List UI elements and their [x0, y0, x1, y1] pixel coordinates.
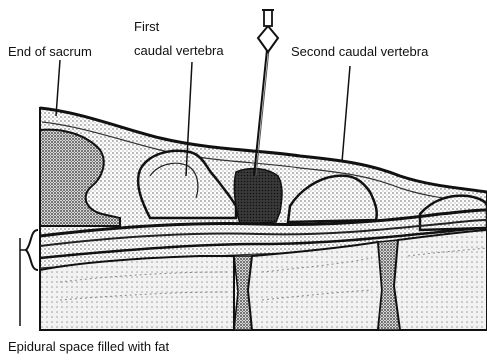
vertebral-body-sacral	[40, 256, 234, 330]
epidural-fat-at-needle	[234, 169, 282, 224]
leader-end-of-sacrum	[56, 60, 60, 116]
vertebral-body-second-caudal	[394, 230, 487, 330]
label-first-caudal-line2: caudal vertebra	[134, 43, 224, 58]
leader-second-caudal	[342, 66, 350, 162]
label-second-caudal: Second caudal vertebra	[291, 44, 429, 59]
epidural-brace	[26, 230, 38, 270]
label-end-of-sacrum: End of sacrum	[8, 44, 92, 59]
label-epidural-space: Epidural space filled with fat	[8, 339, 170, 354]
vertebral-body-first-caudal	[248, 242, 382, 330]
label-first-caudal-line1: First	[134, 19, 160, 34]
